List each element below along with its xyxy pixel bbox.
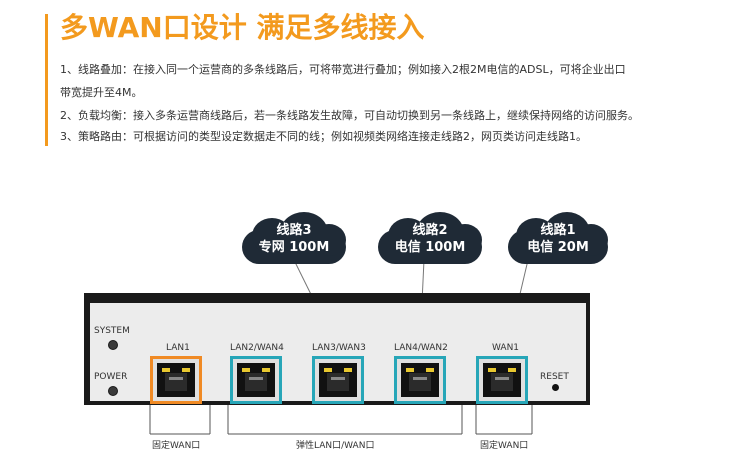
lan4-wan2-port[interactable] <box>394 356 446 404</box>
port-label-wan1: WAN1 <box>492 343 520 353</box>
fixed-wan-label-left: 固定WAN口 <box>152 441 201 451</box>
point-1: 1、线路叠加：在接入同一个运营商的多条线路后，可将带宽进行叠加；例如接入2根2M… <box>60 63 626 76</box>
system-label: SYSTEM <box>94 326 130 336</box>
flexible-lan-wan-label: 弹性LAN口/WAN口 <box>296 441 375 451</box>
reset-button[interactable] <box>552 384 559 391</box>
cloud-line2-name: 线路2 <box>412 223 448 238</box>
page-title: 多WAN口设计 满足多线接入 <box>60 11 425 44</box>
cloud-line3-name: 线路3 <box>276 223 312 238</box>
cloud-line1-name: 线路1 <box>540 223 576 238</box>
fixed-wan-label-right: 固定WAN口 <box>480 441 529 451</box>
cloud-line2-desc: 电信 100M <box>394 240 466 255</box>
cloud-line3: 线路3 专网 100M <box>234 212 354 266</box>
reset-label: RESET <box>540 372 569 382</box>
point-3: 3、策略路由：可根据访问的类型设定数据走不同的线；例如视频类网络连接走线路2，网… <box>60 130 587 143</box>
port-label-lan2-wan4: LAN2/WAN4 <box>230 343 284 353</box>
cloud-line3-desc: 专网 100M <box>258 240 330 255</box>
lan3-wan3-port[interactable] <box>312 356 364 404</box>
power-label: POWER <box>94 372 128 382</box>
system-led-icon <box>108 340 118 350</box>
cloud-line1-desc: 电信 20M <box>527 240 589 255</box>
lan1-port[interactable] <box>150 356 202 404</box>
accent-bar <box>45 14 48 146</box>
wan1-port[interactable] <box>476 356 528 404</box>
port-label-lan3-wan3: LAN3/WAN3 <box>312 343 366 353</box>
lan2-wan4-port[interactable] <box>230 356 282 404</box>
port-label-lan4-wan2: LAN4/WAN2 <box>394 343 448 353</box>
port-label-lan1: LAN1 <box>166 343 190 353</box>
cloud-line1: 线路1 电信 20M <box>500 212 616 266</box>
cloud-line2: 线路2 电信 100M <box>370 212 490 266</box>
power-led-icon <box>108 386 118 396</box>
point-1-continued: 带宽提升至4M。 <box>60 86 143 99</box>
point-2: 2、负载均衡：接入多条运营商线路后，若一条线路发生故障，可自动切换到另一条线路上… <box>60 109 639 122</box>
